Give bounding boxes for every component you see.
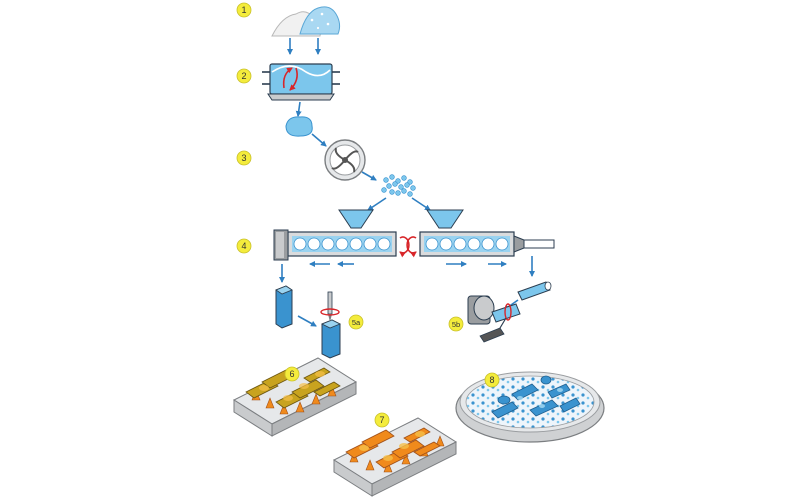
step-badge-circle <box>236 68 252 84</box>
step-badge-label: 5a <box>352 318 361 327</box>
step-3-granulator <box>324 139 366 181</box>
step-7-sintering-tray <box>332 417 458 497</box>
step-1-raw-powders <box>271 6 341 37</box>
step-badges: 1 2 3 4 5a 5b 6 7 8 <box>236 2 500 428</box>
arrow <box>361 171 377 181</box>
mixed-dough-blob <box>285 116 313 137</box>
step-badge-5a: 5a <box>348 314 364 330</box>
step-5b-extruded-rod <box>517 281 552 301</box>
step-2-mixer <box>262 63 340 101</box>
arrow <box>297 315 317 327</box>
step-badge-circle <box>236 150 252 166</box>
step-badge-circle <box>348 314 364 330</box>
arrow <box>311 133 327 147</box>
step-badge-label: 2 <box>241 71 246 81</box>
step-5a-machined-block <box>320 291 341 359</box>
step-badge-3: 3 <box>236 150 252 166</box>
step-4-injection-extruder <box>273 209 410 261</box>
step-badge-circle <box>448 316 464 332</box>
step-badge-2: 2 <box>236 68 252 84</box>
step-badge-8: 8 <box>484 372 500 388</box>
step-badge-label: 3 <box>241 153 246 163</box>
step-badge-label: 4 <box>241 241 246 251</box>
step-badge-7: 7 <box>374 412 390 428</box>
arrow <box>295 101 302 117</box>
step-badge-6: 6 <box>284 366 300 382</box>
step-badge-circle <box>484 372 500 388</box>
step-badge-circle <box>374 412 390 428</box>
step-5a-molded-block <box>275 285 293 329</box>
step-badge-4: 4 <box>236 238 252 254</box>
step-badge-label: 5b <box>452 320 460 329</box>
step-badge-circle <box>236 2 252 18</box>
step-8-finished-parts-dish <box>455 371 605 443</box>
step-badge-label: 1 <box>241 5 246 15</box>
step-badge-label: 7 <box>379 415 384 425</box>
step-badge-circle <box>284 366 300 382</box>
granules <box>381 174 416 197</box>
step-badge-label: 6 <box>289 369 294 379</box>
step-badge-circle <box>236 238 252 254</box>
step-badge-1: 1 <box>236 2 252 18</box>
step-4-extruder-die <box>406 209 555 258</box>
step-badge-5b: 5b <box>448 316 464 332</box>
arrow <box>367 197 387 211</box>
step-badge-label: 8 <box>489 375 494 385</box>
step-6-debinding-tray <box>232 357 358 437</box>
arrow <box>411 197 431 211</box>
step-5b-lathe <box>467 295 521 343</box>
